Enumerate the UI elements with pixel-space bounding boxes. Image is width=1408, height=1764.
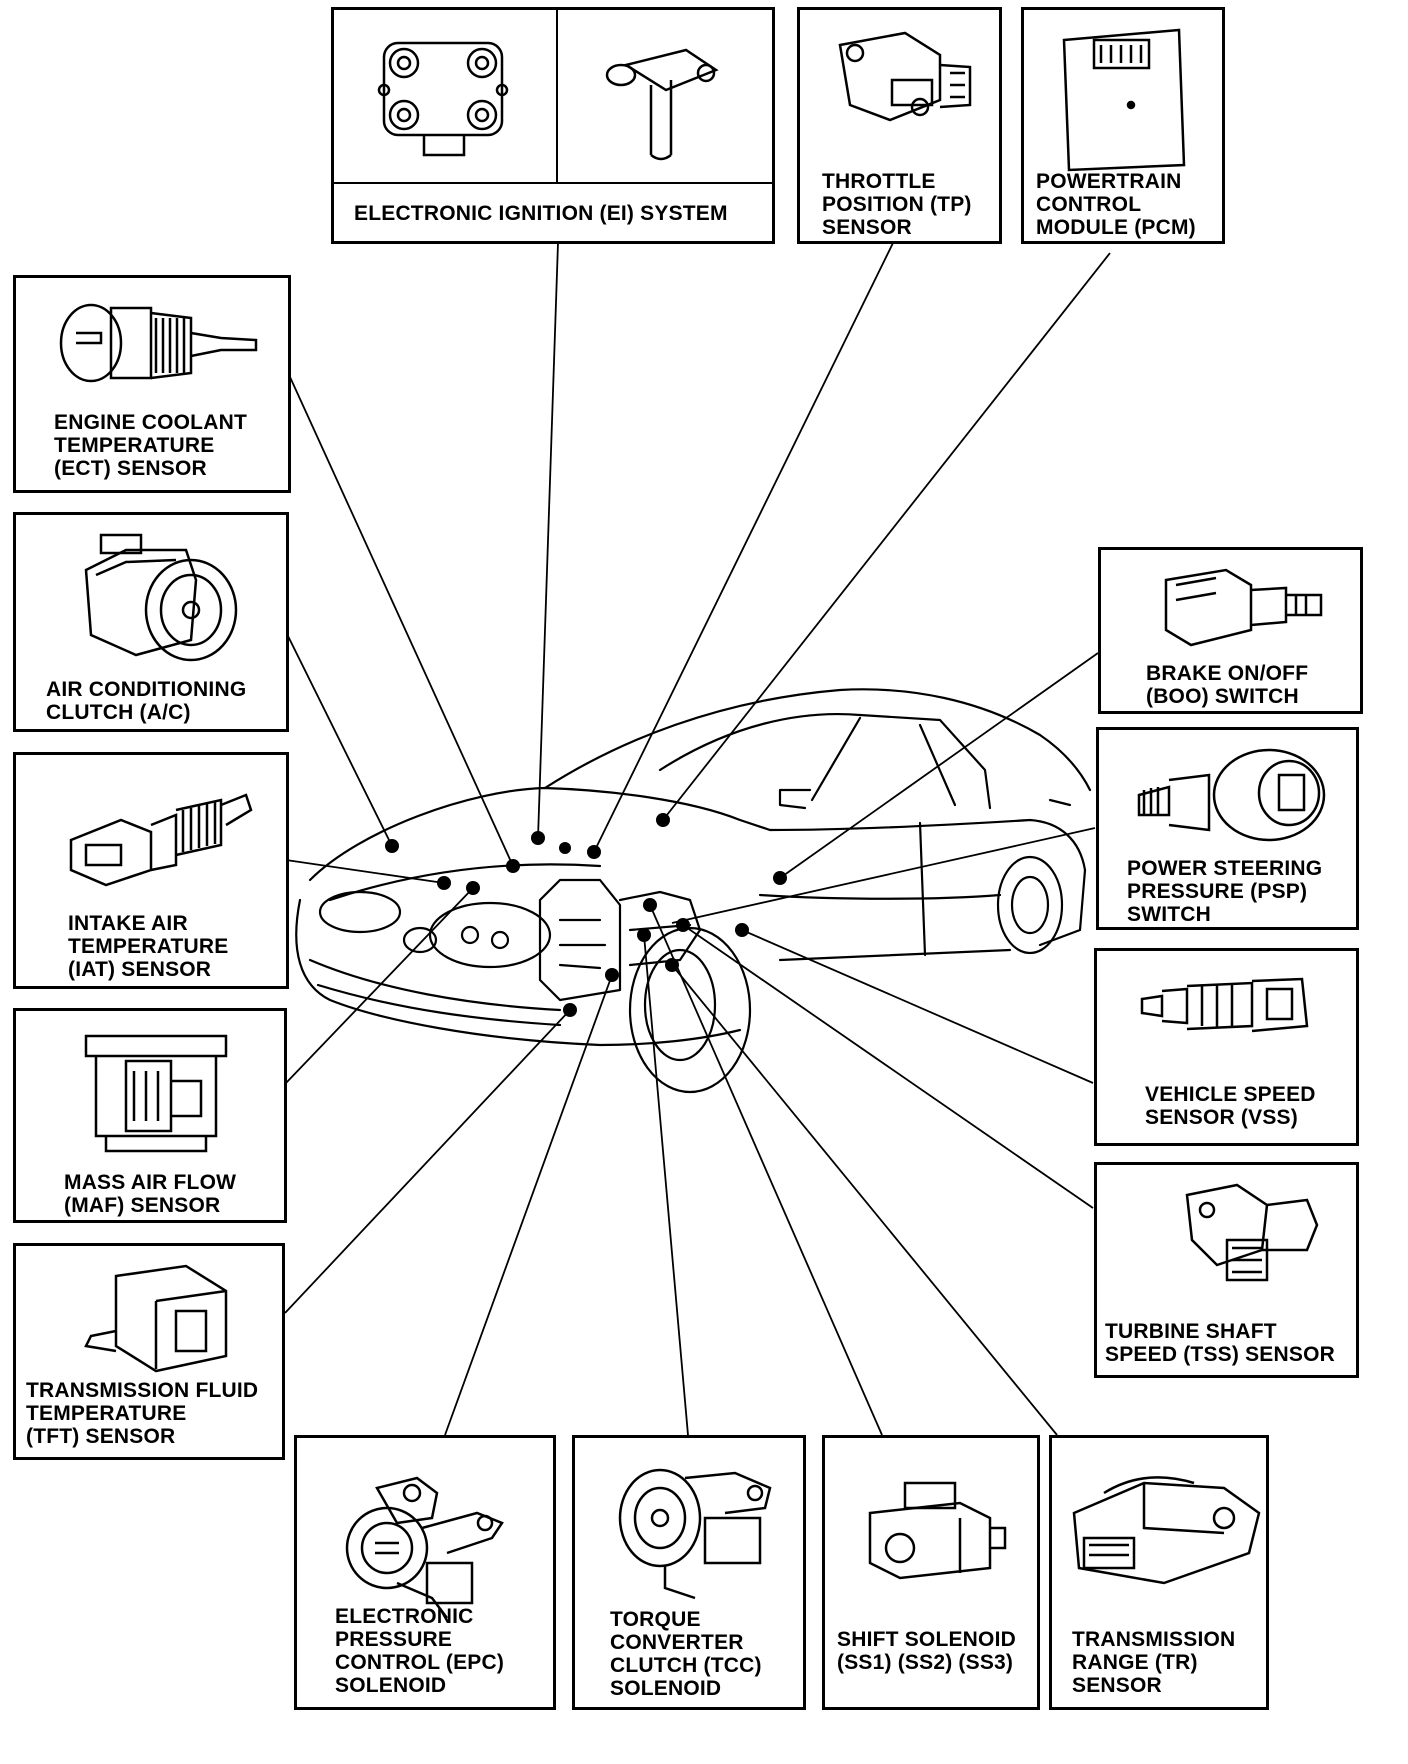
- brake-on-off-switch-icon: [1164, 568, 1323, 647]
- tss-sensor-label: TURBINE SHAFT SPEED (TSS) SENSOR: [1105, 1320, 1335, 1366]
- electronic-pressure-control-solenoid-icon: [345, 1476, 504, 1619]
- shift-solenoid-icon: [868, 1481, 1007, 1580]
- boo-switch-label: BRAKE ON/OFF (BOO) SWITCH: [1146, 662, 1309, 708]
- tcc-solenoid-box: TORQUE CONVERTER CLUTCH (TCC) SOLENOID: [572, 1435, 806, 1710]
- shift-solenoid-box: SHIFT SOLENOID (SS1) (SS2) (SS3): [822, 1435, 1040, 1710]
- vss-sensor-box: VEHICLE SPEED SENSOR (VSS): [1094, 948, 1359, 1146]
- tr-sensor-label: TRANSMISSION RANGE (TR) SENSOR: [1072, 1628, 1236, 1697]
- car-illustration: [295, 688, 1092, 1094]
- iat-sensor-label: INTAKE AIR TEMPERATURE (IAT) SENSOR: [68, 912, 229, 981]
- tcc-solenoid-label: TORQUE CONVERTER CLUTCH (TCC) SOLENOID: [610, 1608, 762, 1700]
- tss-sensor-box: TURBINE SHAFT SPEED (TSS) SENSOR: [1094, 1162, 1359, 1378]
- shift-solenoid-label: SHIFT SOLENOID (SS1) (SS2) (SS3): [837, 1628, 1016, 1674]
- turbine-shaft-speed-sensor-icon: [1185, 1183, 1319, 1282]
- connection-dots: [385, 813, 787, 1017]
- tp-sensor-box: THROTTLE POSITION (TP) SENSOR: [797, 7, 1002, 244]
- ac-clutch-box: AIR CONDITIONING CLUTCH (A/C): [13, 512, 289, 732]
- tft-sensor-label: TRANSMISSION FLUID TEMPERATURE (TFT) SEN…: [26, 1379, 259, 1448]
- ei-system-box: ELECTRONIC IGNITION (EI) SYSTEM: [331, 7, 775, 244]
- powertrain-control-module-icon: [1062, 28, 1186, 172]
- vehicle-speed-sensor-icon: [1140, 977, 1309, 1033]
- vss-sensor-label: VEHICLE SPEED SENSOR (VSS): [1145, 1083, 1316, 1129]
- psp-switch-label: POWER STEERING PRESSURE (PSP) SWITCH: [1127, 857, 1323, 926]
- ac-clutch-label: AIR CONDITIONING CLUTCH (A/C): [46, 678, 247, 724]
- leader-lines: [284, 242, 1111, 1436]
- tr-sensor-box: TRANSMISSION RANGE (TR) SENSOR: [1049, 1435, 1269, 1710]
- transmission-fluid-temperature-sensor-icon: [84, 1264, 228, 1373]
- power-steering-pressure-switch-icon: [1137, 748, 1326, 842]
- ignition-coil-pack-icon: [377, 41, 509, 157]
- tft-sensor-box: TRANSMISSION FLUID TEMPERATURE (TFT) SEN…: [13, 1243, 285, 1460]
- ei-horizontal-divider: [334, 182, 772, 184]
- transmission-range-sensor-icon: [1072, 1476, 1261, 1585]
- tp-sensor-label: THROTTLE POSITION (TP) SENSOR: [822, 170, 972, 239]
- maf-sensor-label: MASS AIR FLOW (MAF) SENSOR: [64, 1171, 237, 1217]
- epc-solenoid-box: ELECTRONIC PRESSURE CONTROL (EPC) SOLENO…: [294, 1435, 556, 1710]
- mass-air-flow-sensor-icon: [84, 1034, 228, 1153]
- maf-sensor-box: MASS AIR FLOW (MAF) SENSOR: [13, 1008, 287, 1223]
- psp-switch-box: POWER STEERING PRESSURE (PSP) SWITCH: [1096, 727, 1359, 930]
- pcm-label: POWERTRAIN CONTROL MODULE (PCM): [1036, 170, 1196, 239]
- ei-system-label: ELECTRONIC IGNITION (EI) SYSTEM: [354, 202, 728, 225]
- ect-sensor-box: ENGINE COOLANT TEMPERATURE (ECT) SENSOR: [13, 275, 291, 493]
- throttle-position-sensor-icon: [838, 31, 972, 122]
- pcm-box: POWERTRAIN CONTROL MODULE (PCM): [1021, 7, 1225, 244]
- epc-solenoid-label: ELECTRONIC PRESSURE CONTROL (EPC) SOLENO…: [335, 1605, 505, 1697]
- ei-vertical-divider: [556, 10, 558, 182]
- iat-sensor-box: INTAKE AIR TEMPERATURE (IAT) SENSOR: [13, 752, 289, 989]
- boo-switch-box: BRAKE ON/OFF (BOO) SWITCH: [1098, 547, 1363, 714]
- ect-sensor-label: ENGINE COOLANT TEMPERATURE (ECT) SENSOR: [54, 411, 247, 480]
- crankshaft-sensor-icon: [605, 48, 719, 161]
- ac-compressor-icon: [84, 533, 238, 662]
- torque-converter-clutch-solenoid-icon: [618, 1468, 772, 1600]
- engine-coolant-temperature-sensor-icon: [59, 303, 258, 383]
- intake-air-temperature-sensor-icon: [69, 793, 253, 887]
